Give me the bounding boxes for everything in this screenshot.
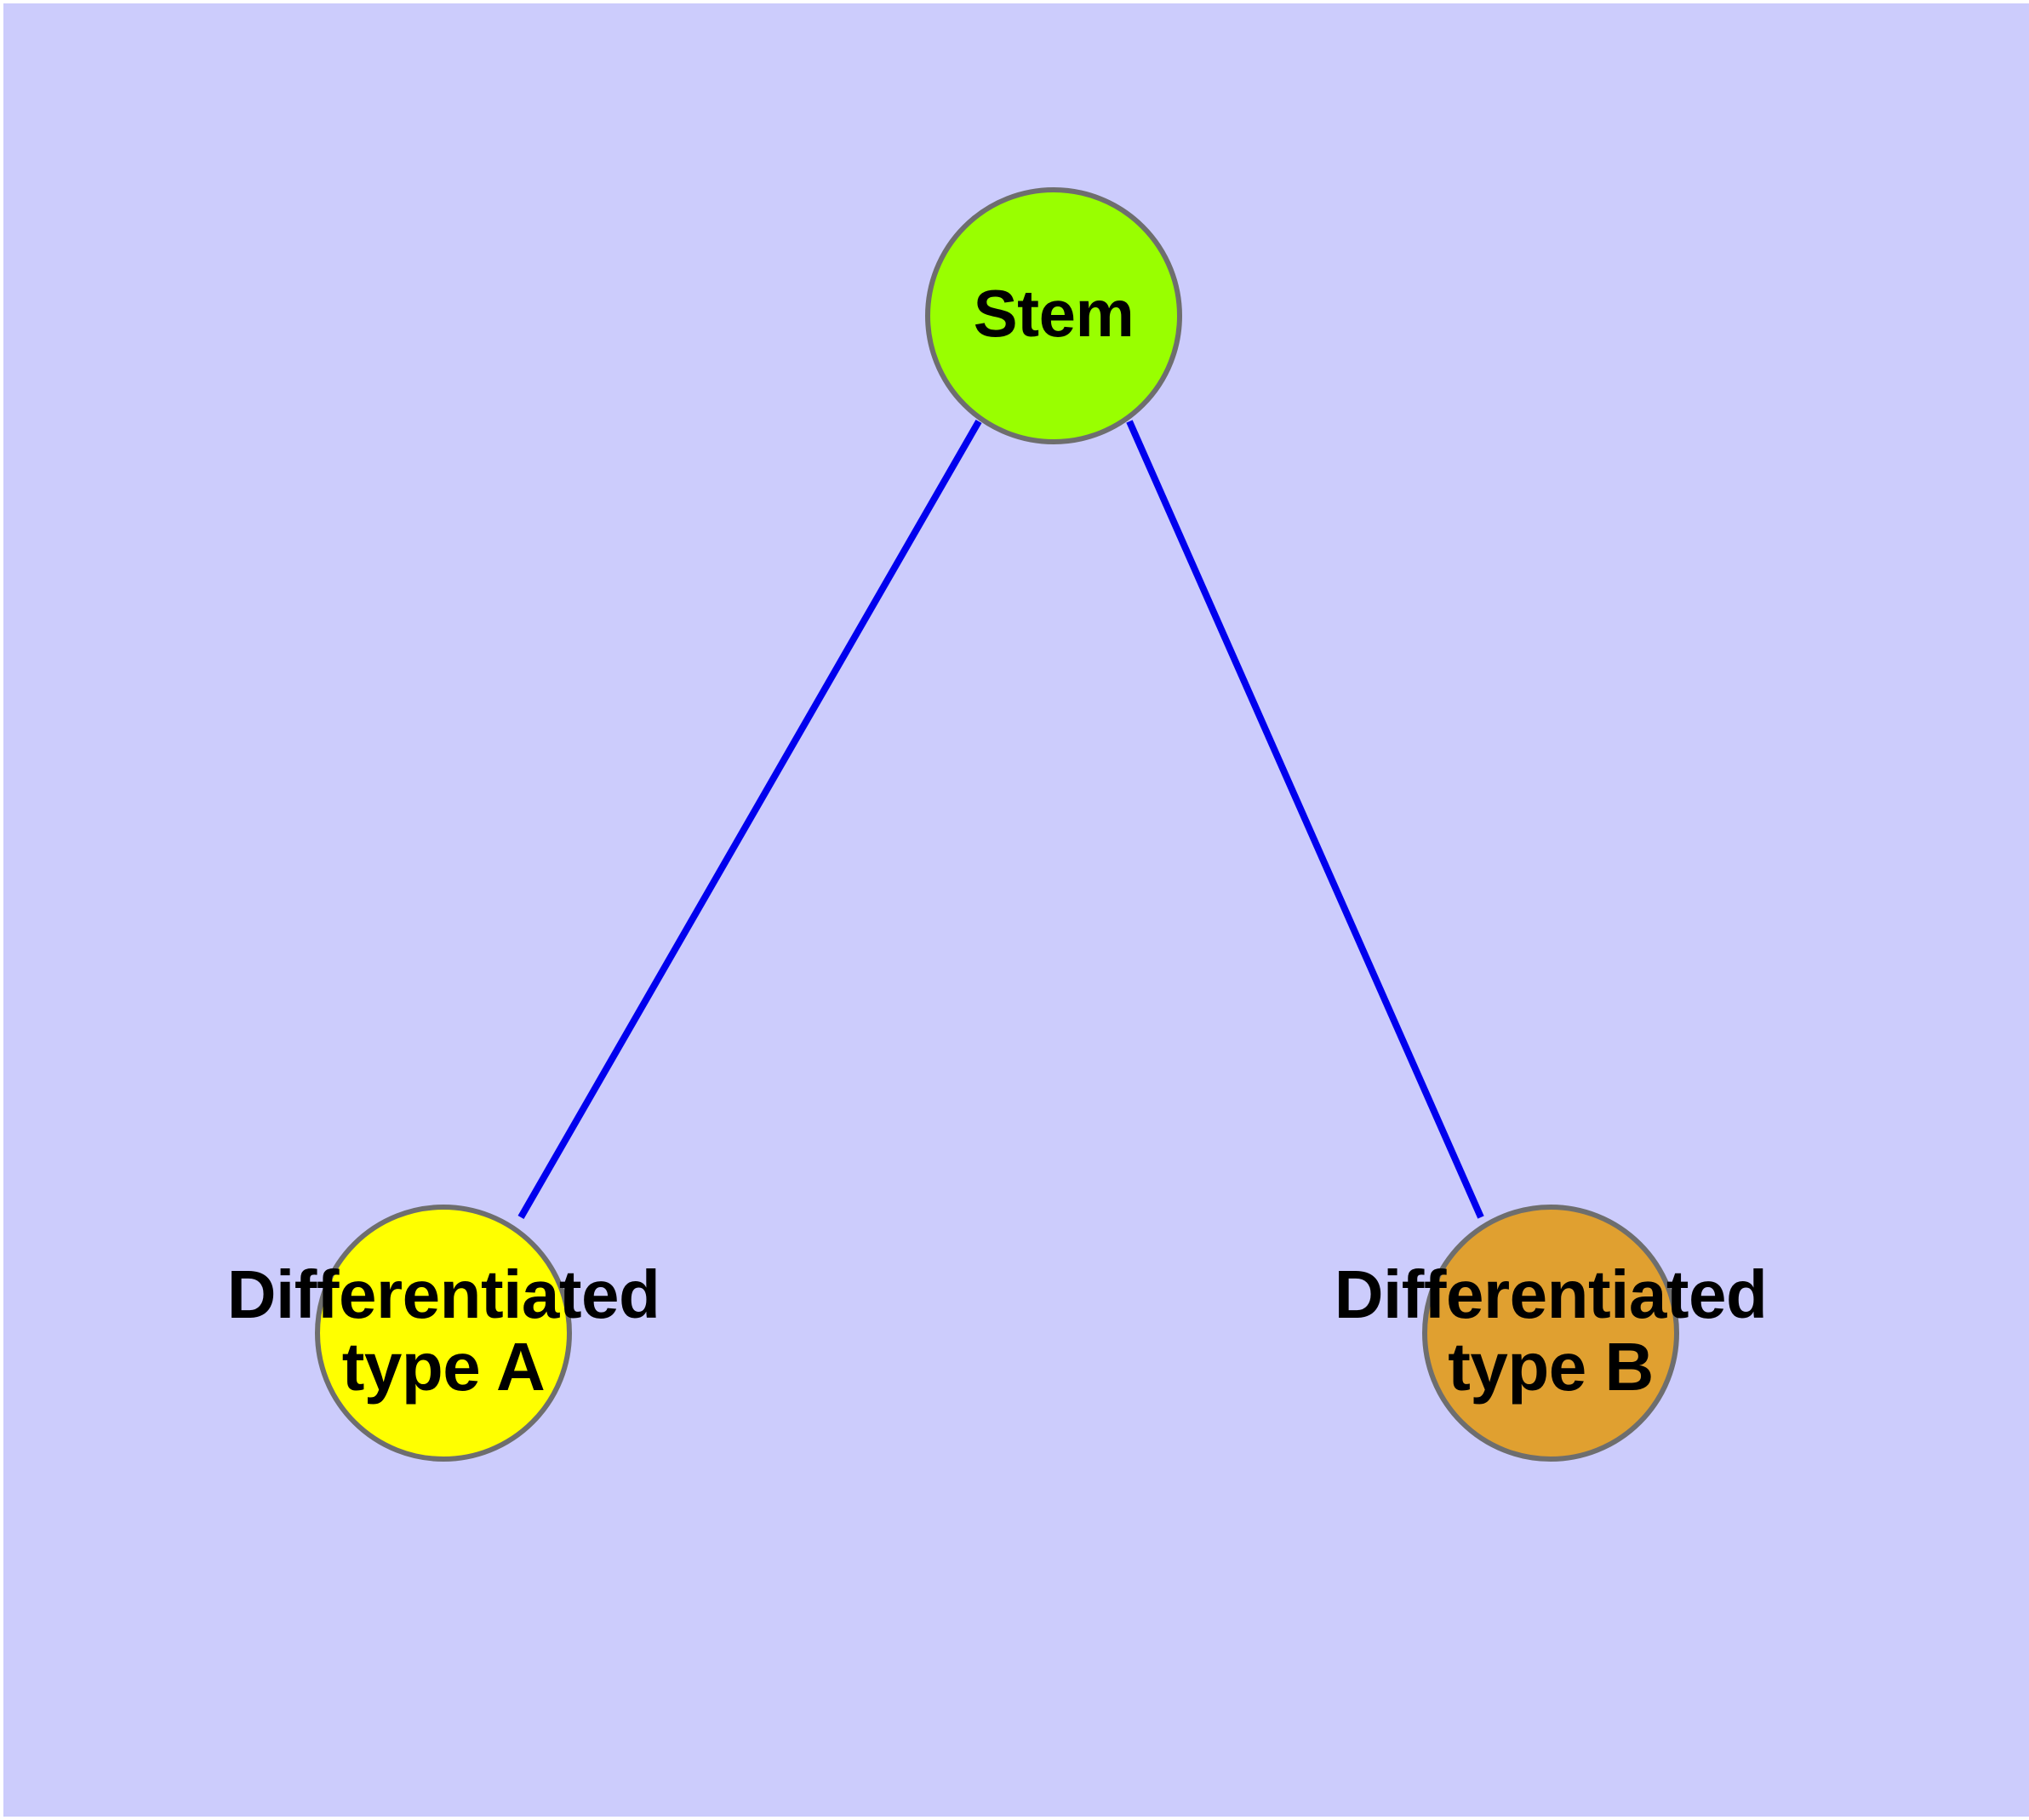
node-differentiated-type-a[interactable] <box>315 1205 572 1462</box>
node-differentiated-type-b[interactable] <box>1422 1205 1679 1462</box>
edge-stem-to-diff-a <box>517 420 982 1219</box>
edge-layer <box>517 420 1484 1219</box>
node-stem[interactable] <box>925 187 1182 444</box>
edge-stem-to-diff-b <box>1126 420 1484 1219</box>
node-layer <box>315 187 1679 1462</box>
